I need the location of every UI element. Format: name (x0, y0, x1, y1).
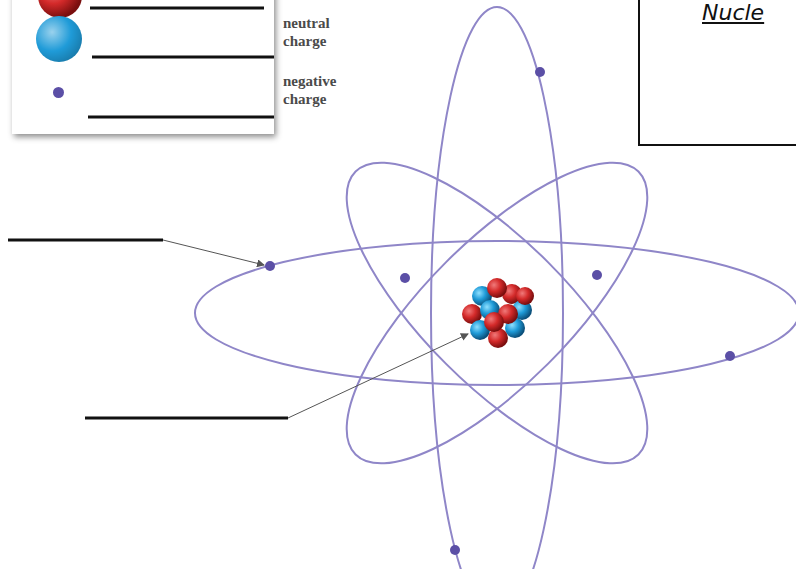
handwritten-answer: Nucle (702, 0, 796, 25)
nucleus (462, 278, 534, 348)
legend-text: neutral charge (283, 14, 373, 50)
legend-swatch (53, 87, 64, 98)
answer-box: Nucle (638, 0, 796, 146)
leader-line (163, 240, 468, 418)
legend-text: negative charge (283, 72, 373, 108)
answer-line (8, 240, 288, 418)
legend-swatch (36, 16, 82, 62)
